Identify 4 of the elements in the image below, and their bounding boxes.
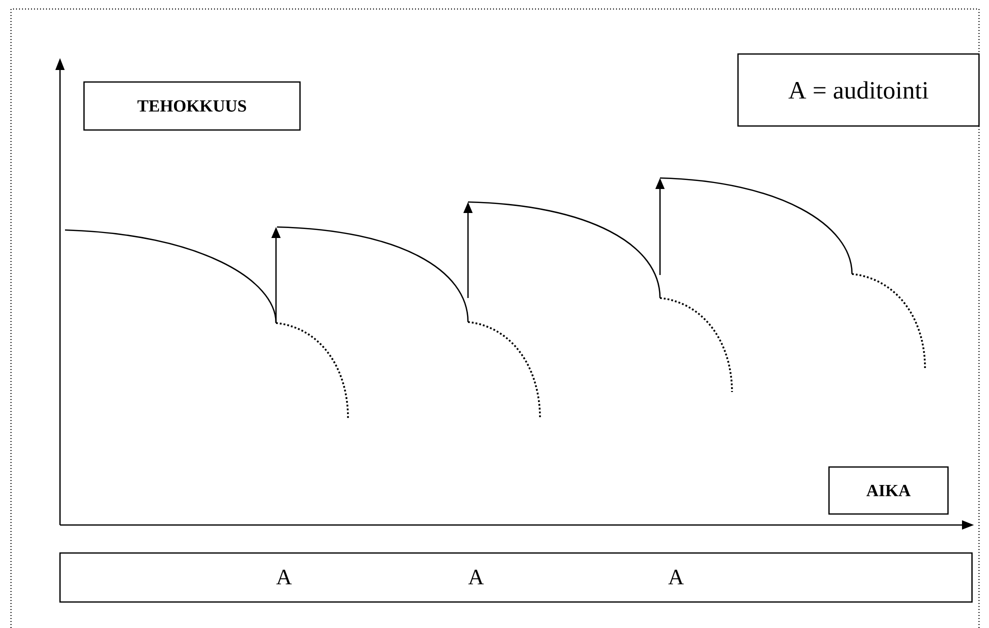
key-box: A = auditointi xyxy=(737,53,980,127)
axis-label-box: TEHOKKUUS xyxy=(83,81,301,131)
timeline-band: A A A xyxy=(59,552,973,603)
axis-label-box: AIKA xyxy=(828,466,949,515)
